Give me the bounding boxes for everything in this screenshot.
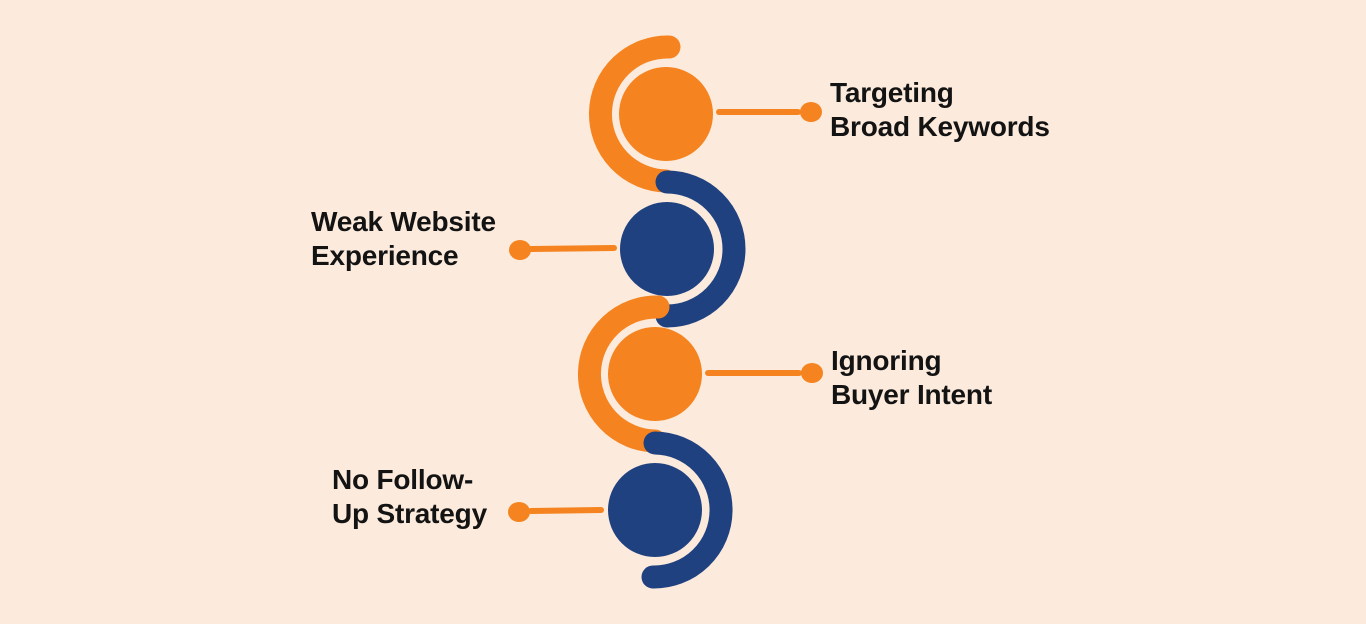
step-2-label: Weak Website Experience bbox=[311, 206, 496, 271]
chain-arc-4 bbox=[641, 431, 733, 589]
step-1-label: Targeting Broad Keywords bbox=[830, 77, 1050, 142]
connector-dot-3 bbox=[801, 363, 823, 383]
step-3-label: Ignoring Buyer Intent bbox=[831, 345, 992, 410]
connector-dot-4 bbox=[508, 502, 530, 522]
connector-dot-1 bbox=[800, 102, 822, 122]
chain-arc-3 bbox=[578, 295, 670, 453]
chain-arc-1 bbox=[589, 35, 681, 193]
step-circle-4 bbox=[608, 463, 702, 557]
step-circle-1 bbox=[619, 67, 713, 161]
step-circle-3 bbox=[608, 327, 702, 421]
connector-line-2 bbox=[528, 245, 617, 252]
connector-line-4 bbox=[528, 507, 604, 514]
chain-arc-2 bbox=[655, 170, 746, 328]
step-circle-2 bbox=[620, 202, 714, 296]
connector-dot-2 bbox=[509, 240, 531, 260]
step-4-label: No Follow- Up Strategy bbox=[332, 464, 487, 529]
